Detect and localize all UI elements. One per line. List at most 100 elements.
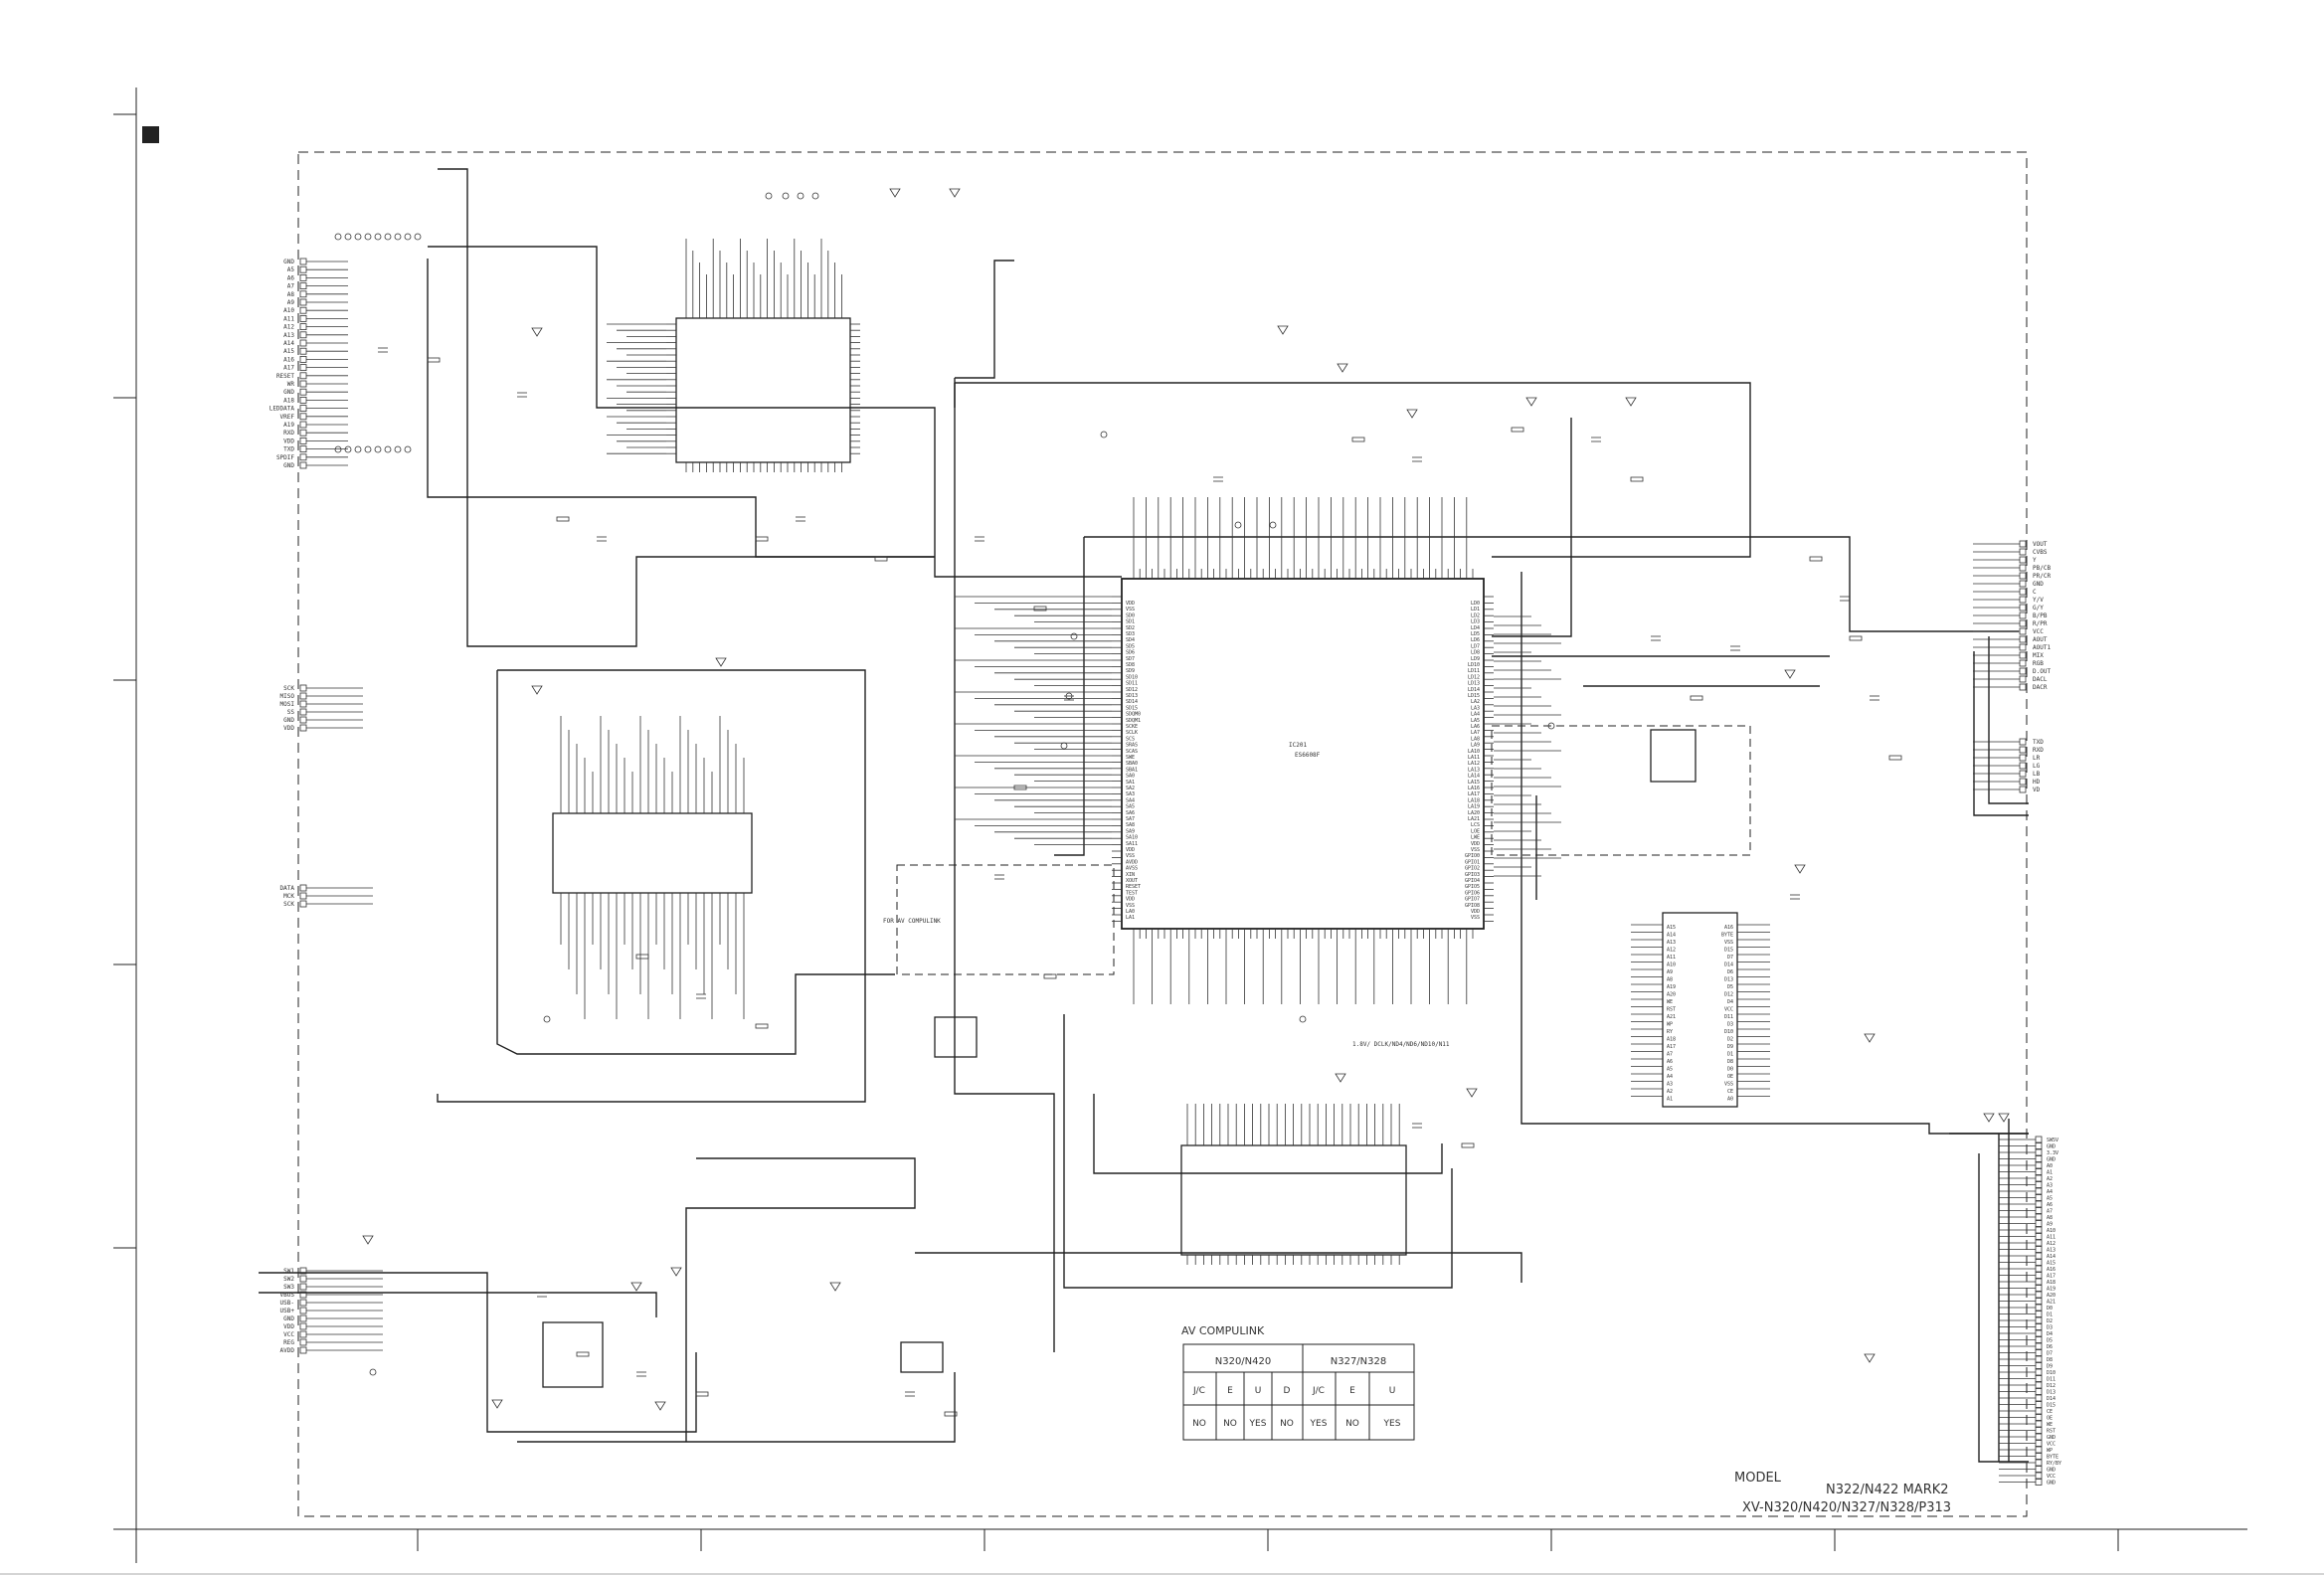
right-signal-c-9: A4 bbox=[2047, 1189, 2053, 1195]
ic-main-pin-left-39: SA10 bbox=[1126, 835, 1138, 841]
right-signal-c-22: A17 bbox=[2047, 1274, 2056, 1280]
left-signal-a-7: A10 bbox=[283, 307, 294, 314]
ic-main-decoder bbox=[1121, 578, 1485, 930]
right-signal-c-52: GND bbox=[2047, 1468, 2056, 1474]
ic-main-pin-left-2: VSS bbox=[1126, 607, 1135, 613]
ic-main-pin-right-34: LA19 bbox=[1468, 804, 1480, 810]
right-signal-c-24: A19 bbox=[2047, 1287, 2056, 1293]
right-signal-a-16: RGB bbox=[2033, 660, 2044, 667]
ic-flash-pin-right-21: OE bbox=[1727, 1074, 1733, 1080]
model-label: MODEL bbox=[1734, 1471, 1782, 1486]
right-signal-c-13: A8 bbox=[2047, 1215, 2053, 1221]
left-signal-b-3: MOSI bbox=[280, 701, 295, 708]
left-signal-a-14: A17 bbox=[283, 365, 294, 372]
ic-main-pin-right-8: LD7 bbox=[1471, 643, 1480, 649]
right-signal-c-6: A1 bbox=[2047, 1170, 2053, 1176]
model-line-1: N322/N422 MARK2 bbox=[1826, 1483, 1949, 1497]
ic-main-pin-right-45: GPIO3 bbox=[1465, 872, 1480, 878]
ic-main-pin-right-23: LA8 bbox=[1471, 736, 1480, 742]
left-signal-a-3: A6 bbox=[287, 274, 295, 281]
right-signal-a-7: C bbox=[2033, 589, 2037, 596]
ic-main-pin-right-1: LD0 bbox=[1471, 601, 1480, 607]
ic-main-pin-left-3: SD0 bbox=[1126, 613, 1135, 618]
ic-flash-pin-left-6: A10 bbox=[1667, 963, 1676, 968]
ic-flash-pin-left-9: A19 bbox=[1667, 984, 1676, 990]
ic-main-pin-right-52: VSS bbox=[1471, 915, 1480, 921]
right-signal-a-13: AOUT bbox=[2033, 636, 2048, 643]
ic-main-pin-right-16: LD15 bbox=[1468, 693, 1480, 699]
av-value-5: YES bbox=[1310, 1419, 1328, 1429]
ic-main-pin-right-47: GPIO5 bbox=[1465, 884, 1480, 890]
right-signal-b-7: VD bbox=[2033, 787, 2041, 793]
ic-main-pin-right-39: LWE bbox=[1471, 835, 1480, 841]
clock-option-area bbox=[1491, 725, 1751, 856]
right-signal-c-38: D11 bbox=[2047, 1377, 2056, 1383]
right-signal-c-1: SW5V bbox=[2047, 1138, 2058, 1143]
left-signal-a-10: A13 bbox=[283, 332, 294, 339]
main-wiring bbox=[259, 168, 2029, 1463]
right-signal-c-20: A15 bbox=[2047, 1261, 2056, 1267]
left-signal-c-1: DATA bbox=[280, 885, 295, 892]
ic-main-pin-left-44: AVSS bbox=[1126, 866, 1138, 872]
ic-main-pin-right-40: VDD bbox=[1471, 841, 1480, 847]
right-signal-a-10: B/PB bbox=[2033, 613, 2048, 619]
ic-flash-pin-left-7: A9 bbox=[1667, 969, 1673, 975]
av-value-7: YES bbox=[1383, 1419, 1401, 1429]
ic-main-pin-left-13: SD10 bbox=[1126, 674, 1138, 680]
ic-flash-pin-left-18: A7 bbox=[1667, 1052, 1673, 1058]
right-signal-c-39: D12 bbox=[2047, 1383, 2056, 1389]
ic-flash-pin-right-5: D7 bbox=[1727, 955, 1733, 961]
right-signal-c-40: D13 bbox=[2047, 1390, 2056, 1396]
left-signal-a-25: SPDIF bbox=[276, 454, 294, 461]
right-signal-c-30: D3 bbox=[2047, 1325, 2053, 1331]
ic-main-pin-right-43: GPIO1 bbox=[1465, 859, 1480, 865]
ic-main-pin-right-46: GPIO4 bbox=[1465, 878, 1480, 884]
av-header-2: E bbox=[1227, 1386, 1233, 1396]
ic-main-pin-right-9: LD8 bbox=[1471, 650, 1480, 656]
ic-main-pin-right-32: LA17 bbox=[1468, 791, 1480, 797]
av-header-5: J/C bbox=[1312, 1386, 1325, 1396]
right-signal-c-36: D9 bbox=[2047, 1364, 2053, 1370]
ic-flash-pin-right-6: D14 bbox=[1724, 963, 1733, 968]
left-signal-a-4: A7 bbox=[287, 283, 295, 290]
ic-main-pin-right-49: GPIO7 bbox=[1465, 897, 1480, 903]
left-signal-a-2: A5 bbox=[287, 266, 295, 273]
ic-main-pin-right-10: LD9 bbox=[1471, 656, 1480, 662]
right-signal-a-1: VOUT bbox=[2033, 541, 2048, 548]
ic-main-pin-right-22: LA7 bbox=[1471, 730, 1480, 736]
right-signal-a-9: G/Y bbox=[2033, 605, 2044, 612]
ic-flash-pin-left-1: A15 bbox=[1667, 925, 1676, 931]
ic-flash-pin-right-2: BYTE bbox=[1721, 933, 1733, 939]
ic-main-pin-right-26: LA11 bbox=[1468, 755, 1480, 761]
left-signal-a-19: LEDDATA bbox=[269, 406, 295, 413]
right-signal-c-44: OE bbox=[2047, 1416, 2053, 1422]
ic-main-pin-right-51: VDD bbox=[1471, 909, 1480, 915]
ic-main-pin-right-27: LA12 bbox=[1468, 761, 1480, 767]
right-signal-c-14: A9 bbox=[2047, 1222, 2053, 1228]
ic-flash-pin-left-15: RY bbox=[1667, 1029, 1673, 1035]
left-signal-a-11: A14 bbox=[283, 340, 294, 347]
right-signal-c-32: D5 bbox=[2047, 1338, 2053, 1344]
left-signal-d-7: GND bbox=[283, 1315, 294, 1322]
av-header-3: U bbox=[1255, 1386, 1262, 1396]
schematic-detail bbox=[299, 188, 2043, 1486]
right-signal-c-19: A14 bbox=[2047, 1254, 2056, 1260]
ic-main-pin-left-49: VDD bbox=[1126, 897, 1135, 903]
ic-main-pin-right-21: LA6 bbox=[1471, 724, 1480, 730]
left-signal-a-22: RXD bbox=[283, 430, 294, 437]
ic-main-part: ES6608F bbox=[1295, 752, 1321, 759]
section-marker bbox=[142, 126, 159, 143]
ic-flash-pin-right-20: D0 bbox=[1727, 1067, 1733, 1073]
ic-flash-pin-left-10: A20 bbox=[1667, 992, 1676, 998]
ic-flash-pin-right-1: A16 bbox=[1724, 925, 1733, 931]
ic-main-pin-right-5: LD4 bbox=[1471, 625, 1480, 631]
ic-main-pin-right-28: LA13 bbox=[1468, 767, 1480, 773]
av-compulink-option-area bbox=[896, 864, 1115, 975]
av-header-7: U bbox=[1389, 1386, 1396, 1396]
right-signal-c-48: VCC bbox=[2047, 1442, 2056, 1448]
ic-main-pin-right-38: LOE bbox=[1471, 828, 1480, 834]
ic-flash-pin-left-16: A18 bbox=[1667, 1037, 1676, 1043]
ic-main-pin-right-18: LA3 bbox=[1471, 705, 1480, 711]
ic-main-pin-left-8: SD5 bbox=[1126, 643, 1135, 649]
left-signal-a-17: GND bbox=[283, 389, 294, 396]
